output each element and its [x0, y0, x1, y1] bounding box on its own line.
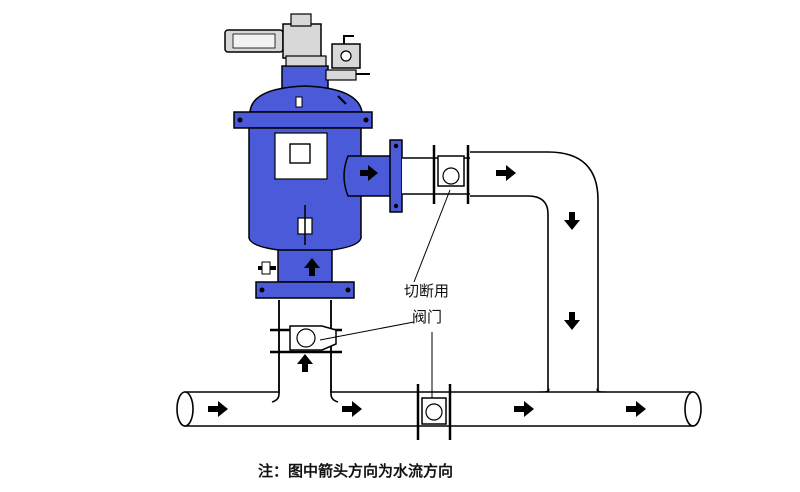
valve-label-line1: 切断用: [404, 282, 450, 300]
label-leader-lines: [319, 189, 451, 398]
flow-arrow-right-icon: [514, 401, 534, 417]
flow-arrow-right-icon: [360, 165, 378, 181]
flow-arrow-right-icon: [342, 401, 362, 417]
flow-arrow-up-icon: [297, 354, 313, 372]
flow-arrow-down-icon: [564, 312, 580, 330]
motor-actuator: [224, 13, 370, 81]
flow-arrow-down-icon: [564, 212, 580, 230]
flow-arrow-right-icon: [496, 165, 516, 181]
valve-label-line2: 阀门: [412, 308, 443, 326]
flow-arrow-up-icon: [304, 258, 320, 276]
flow-direction-note: 注：图中箭头方向为水流方向: [258, 462, 454, 480]
flow-arrow-right-icon: [626, 401, 646, 417]
inlet-shutoff-valve: [270, 325, 342, 354]
filter-housing: [233, 65, 403, 299]
flow-arrow-right-icon: [208, 401, 228, 417]
outlet-return-pipe: [470, 151, 607, 397]
flow-arrows: [208, 165, 646, 417]
outlet-shutoff-valve: [402, 145, 472, 204]
bypass-shutoff-valve: [416, 384, 452, 440]
